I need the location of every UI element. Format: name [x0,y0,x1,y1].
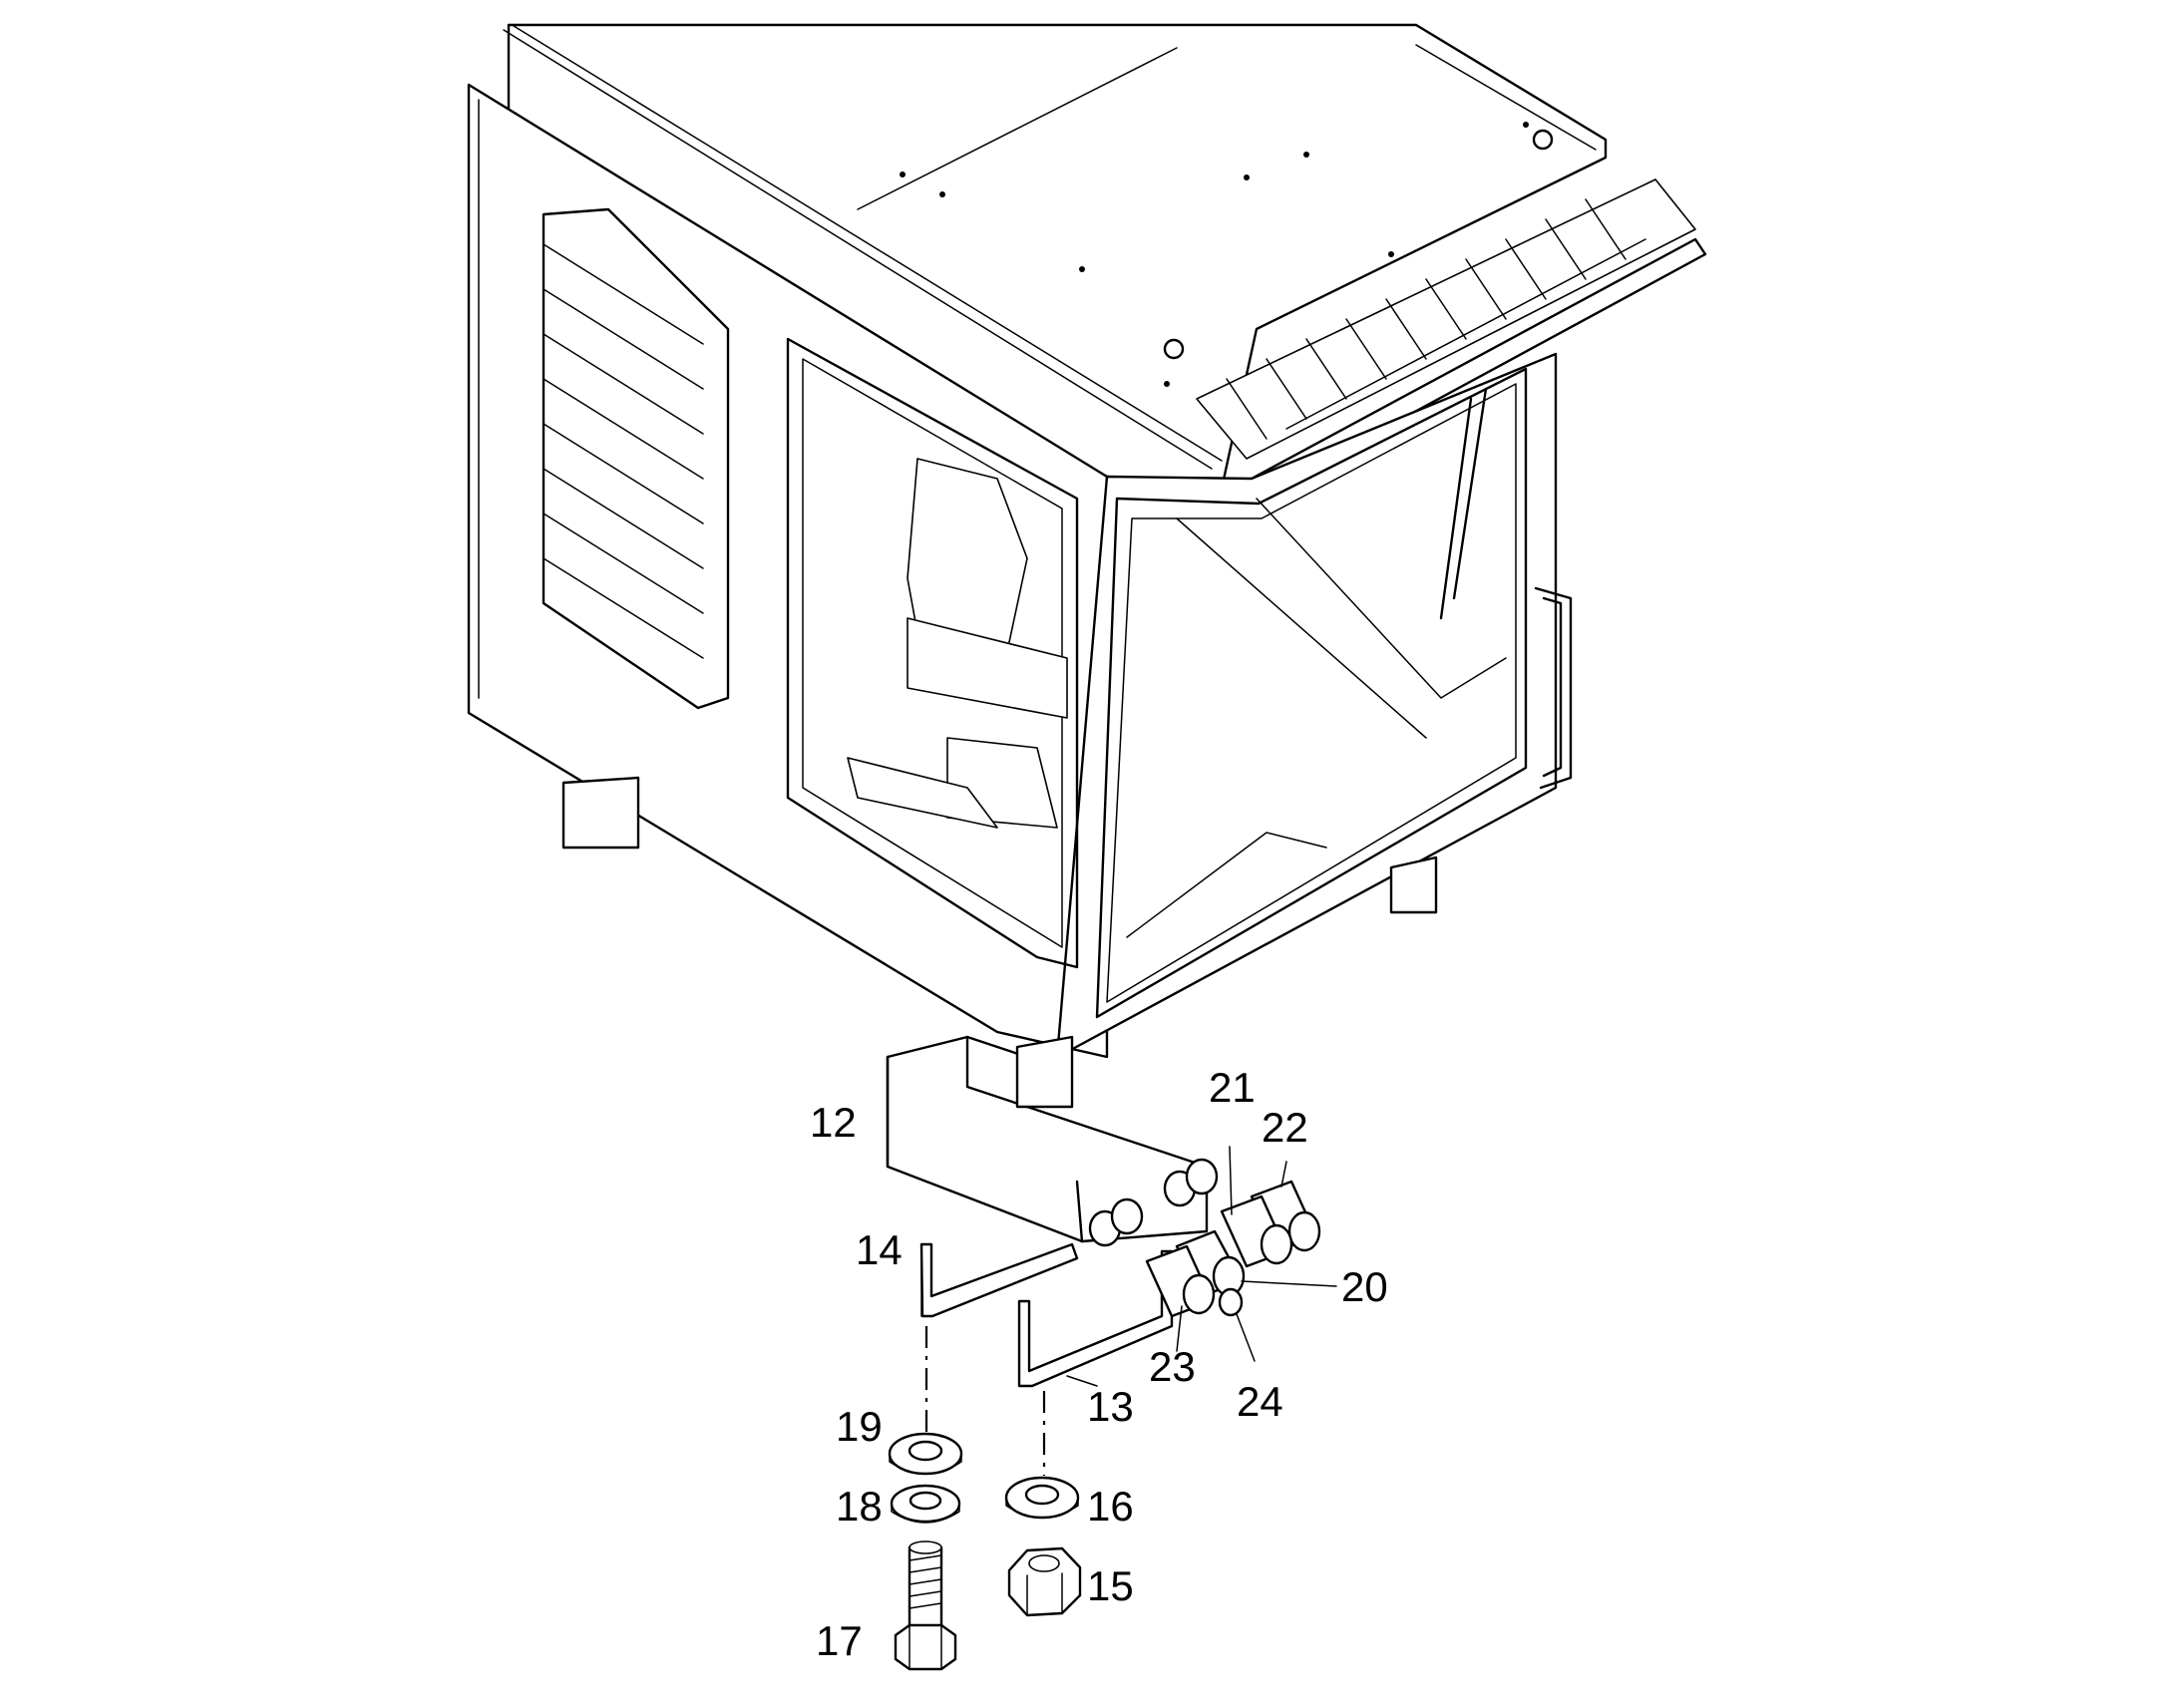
bracket-part-13 [1017,1249,1174,1388]
panel-rivets [900,122,1529,387]
leader-lines [1066,1146,1337,1387]
callout-19: 19 [836,1403,883,1450]
callout-22: 22 [1262,1104,1308,1151]
hose-connector-parts [1145,1180,1321,1318]
bracket-part-14 [919,1242,1079,1318]
lift-eye-icon [1532,129,1554,151]
lift-eye-icon [1163,338,1185,360]
callout-13: 13 [1087,1383,1134,1430]
operator-cab [467,23,1707,1059]
side-louver-window [542,207,730,710]
callout-21: 21 [1209,1064,1256,1111]
callout-20: 20 [1341,1263,1388,1310]
washer-part-16 [1004,1476,1080,1520]
washer-part-19 [888,1432,963,1476]
callout-labels: 12 13 14 15 16 17 18 19 20 21 22 23 24 [810,1064,1388,1664]
callout-17: 17 [816,1617,863,1664]
nut-part-15 [1007,1546,1082,1617]
door-opening [786,337,1079,969]
o-ring-part-24 [1218,1287,1244,1317]
washer-part-18 [890,1484,961,1524]
callout-24: 24 [1237,1378,1283,1425]
callout-12: 12 [810,1099,857,1146]
callout-14: 14 [856,1226,903,1273]
roof-vent-grid [1196,178,1696,460]
bolt-part-17 [894,1540,957,1671]
callout-15: 15 [1087,1562,1134,1609]
callout-18: 18 [836,1483,883,1530]
callout-16: 16 [1087,1483,1134,1530]
callout-23: 23 [1149,1343,1196,1390]
heater-housing-part-12 [886,1035,1219,1247]
duct-outlets [1088,1158,1219,1247]
